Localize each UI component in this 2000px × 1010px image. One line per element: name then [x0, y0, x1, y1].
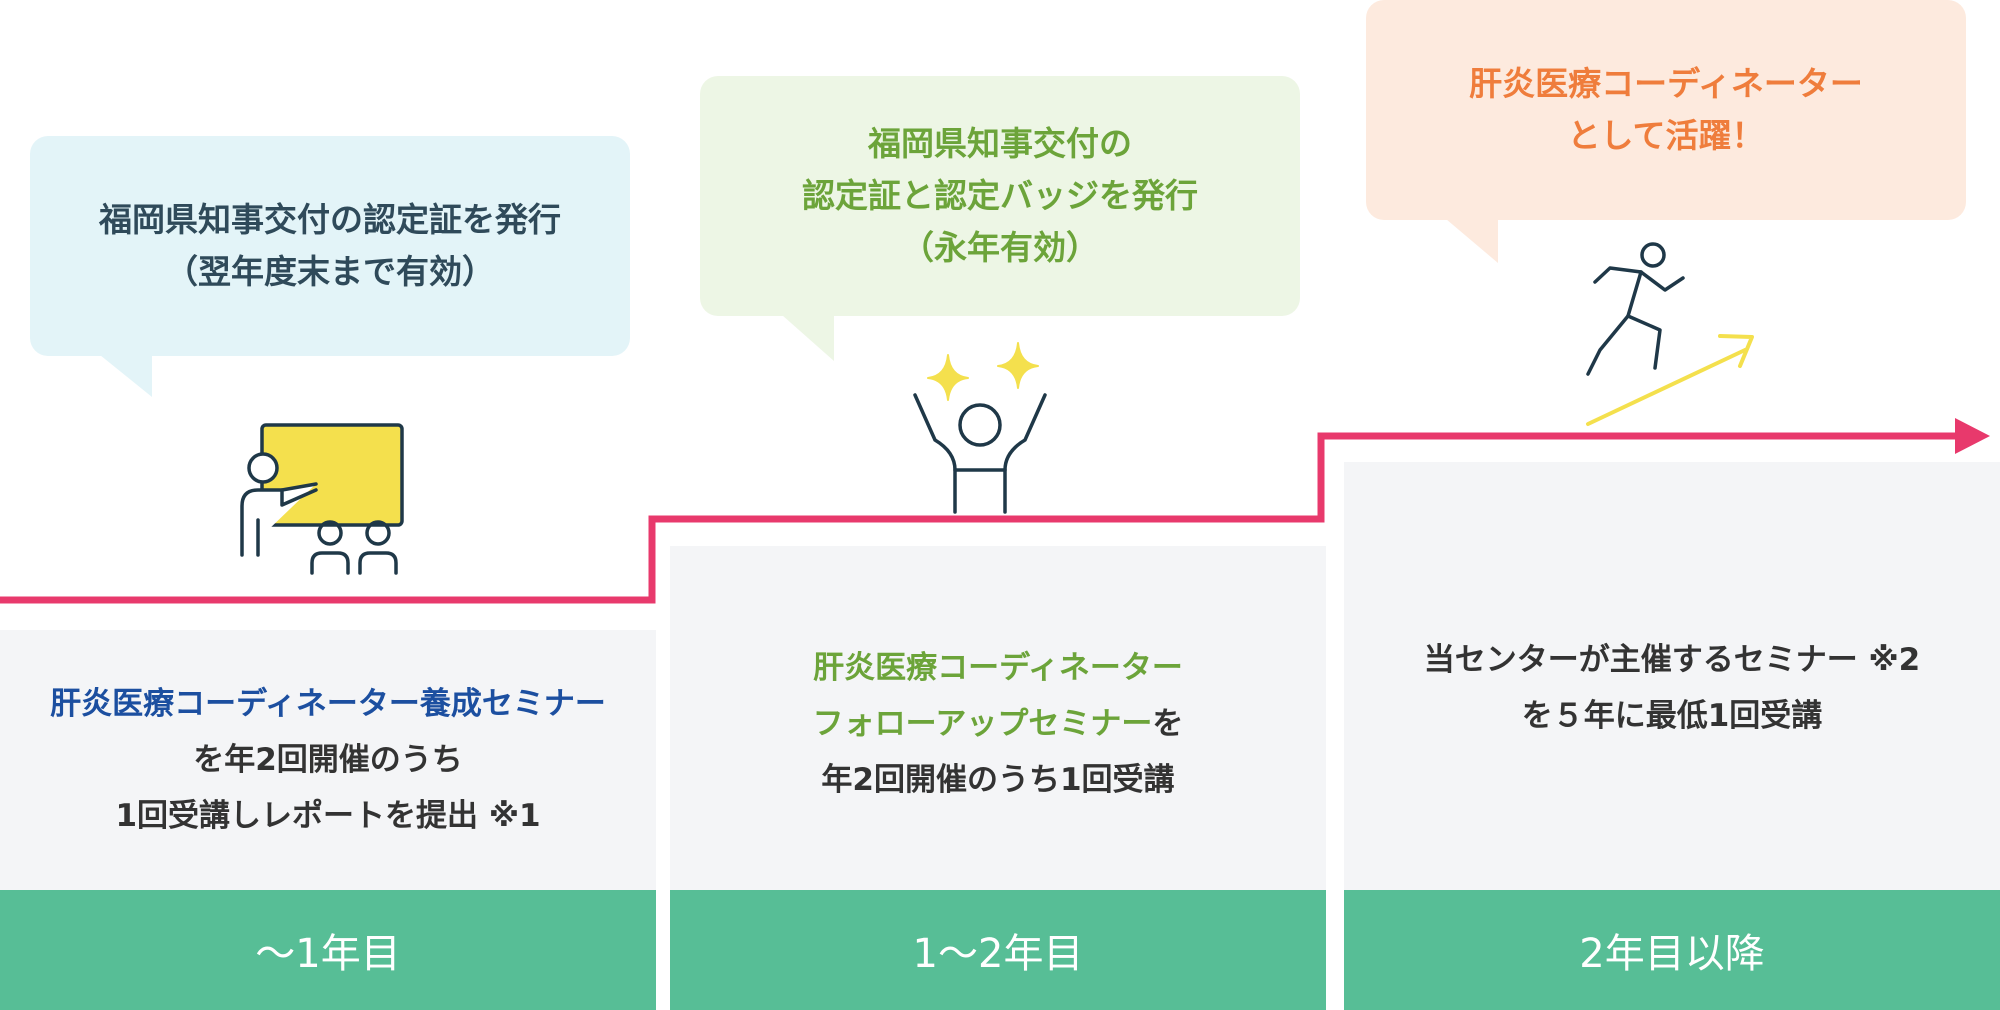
- stage1-bubble-line1: 福岡県知事交付の認定証を発行: [99, 200, 561, 239]
- stage1-panel-line2: を年2回開催のうち: [193, 742, 463, 778]
- stage2-panel: 肝炎医療コーディネーター フォローアップセミナーを 年2回開催のうち1回受講: [670, 546, 1326, 890]
- stage2-bubble: 福岡県知事交付の 認定証と認定バッジを発行 （永年有効）: [700, 76, 1300, 316]
- stage1-panel: 肝炎医療コーディネーター養成セミナー を年2回開催のうち 1回受講しレポートを提…: [0, 630, 656, 890]
- stage3-panel: 当センターが主催するセミナー ※2 を５年に最低1回受講: [1344, 462, 2000, 890]
- teacher-with-students-icon: [240, 423, 404, 575]
- stage2-panel-line2: フォローアップセミナーを: [813, 696, 1184, 752]
- progress-arrowhead-icon: [1955, 418, 1990, 454]
- stage1-bubble: 福岡県知事交付の認定証を発行 （翌年度末まで有効）: [30, 136, 630, 356]
- stage1-seminar-name: 肝炎医療コーディネーター養成セミナー: [50, 686, 606, 722]
- stage3-period-label: 2年目以降: [1344, 890, 2000, 1010]
- stage3-panel-line2: を５年に最低1回受講: [1521, 698, 1823, 734]
- running-person-arrow-icon: [1586, 242, 1754, 426]
- stage1-period-label: 〜1年目: [0, 890, 656, 1010]
- progress-step-line: [0, 432, 1960, 604]
- stage2-bubble-line3: （永年有効）: [901, 228, 1099, 267]
- stage2-period-label: 1〜2年目: [670, 890, 1326, 1010]
- stage3-bubble-tail: [1446, 219, 1498, 263]
- stage2-seminar-name-line1: 肝炎医療コーディネーター: [813, 650, 1183, 686]
- stage3-bubble-line1: 肝炎医療コーディネーター: [1469, 64, 1863, 103]
- stage2-bubble-tail: [782, 315, 834, 361]
- celebrating-person-sparkles-icon: [913, 342, 1047, 514]
- stage1-bubble-line2: （翌年度末まで有効）: [165, 252, 495, 291]
- stage2-panel-line3: 年2回開催のうち1回受講: [821, 762, 1175, 798]
- stage2-seminar-name-line2: フォローアップセミナー: [812, 706, 1153, 742]
- stage1-panel-line3: 1回受講しレポートを提出 ※1: [115, 798, 541, 834]
- stage2-panel-suffix: を: [1152, 706, 1184, 742]
- stage2-bubble-line2: 認定証と認定バッジを発行: [802, 176, 1198, 215]
- stage2-bubble-line1: 福岡県知事交付の: [868, 124, 1132, 163]
- stage3-bubble-line2: として活躍！: [1567, 116, 1765, 155]
- stage3-panel-line1: 当センターが主催するセミナー ※2: [1423, 642, 1921, 678]
- stage3-bubble: 肝炎医療コーディネーター として活躍！: [1366, 0, 1966, 220]
- stage1-bubble-tail: [100, 355, 152, 397]
